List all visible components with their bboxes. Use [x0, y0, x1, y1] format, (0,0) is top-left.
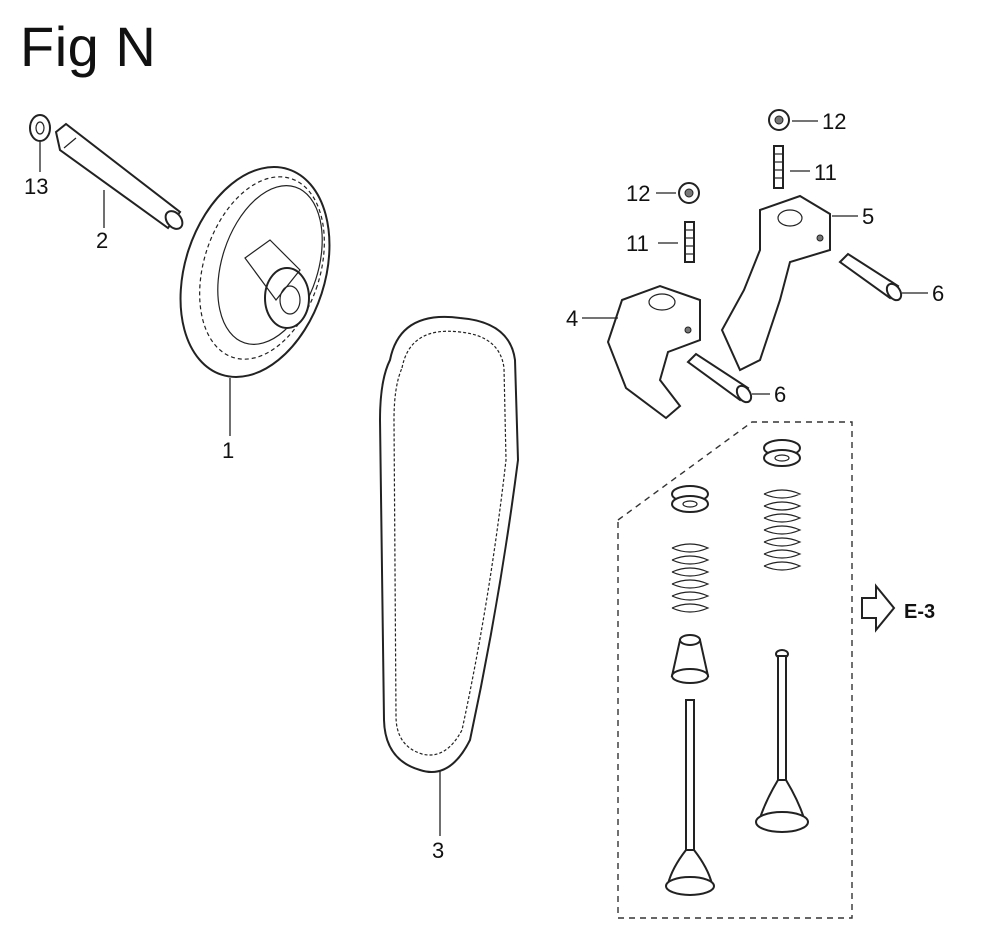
callout-12-upper: 12	[822, 109, 846, 134]
valve-assembly-group	[617, 421, 853, 919]
part-13-nut: 13	[24, 114, 51, 199]
callout-13: 13	[24, 174, 48, 199]
callout-3: 3	[432, 838, 444, 863]
callout-4: 4	[566, 306, 578, 331]
callout-11-left: 11	[626, 231, 649, 256]
callout-11-upper: 11	[814, 160, 837, 185]
part-1-cam-pulley: 1	[179, 166, 331, 463]
valve-left	[665, 485, 715, 896]
part-3-timing-belt: 3	[378, 316, 520, 863]
part-6-pin-lower: 6	[686, 352, 786, 407]
part-11-stud-upper: 11	[773, 145, 837, 189]
reference-e3: E-3	[861, 583, 935, 633]
callout-1: 1	[222, 438, 234, 463]
reference-arrow-icon	[861, 583, 896, 633]
callout-2: 2	[96, 228, 108, 253]
part-6-pin-right: 6	[838, 252, 944, 306]
figure-title: Fig N	[20, 15, 157, 78]
callout-6-right: 6	[932, 281, 944, 306]
part-2-shaft: 2	[54, 122, 184, 253]
callout-5: 5	[862, 204, 874, 229]
callout-12-left: 12	[626, 181, 650, 206]
part-12-nut-left: 12	[626, 181, 700, 206]
callout-6-lower: 6	[774, 382, 786, 407]
part-12-nut-upper: 12	[768, 109, 846, 134]
part-5-rocker-arm: 5	[720, 194, 874, 372]
part-11-stud-left: 11	[626, 221, 695, 263]
part-4-rocker-arm: 4	[566, 284, 701, 420]
valve-right	[755, 439, 809, 833]
reference-label: E-3	[904, 601, 935, 623]
